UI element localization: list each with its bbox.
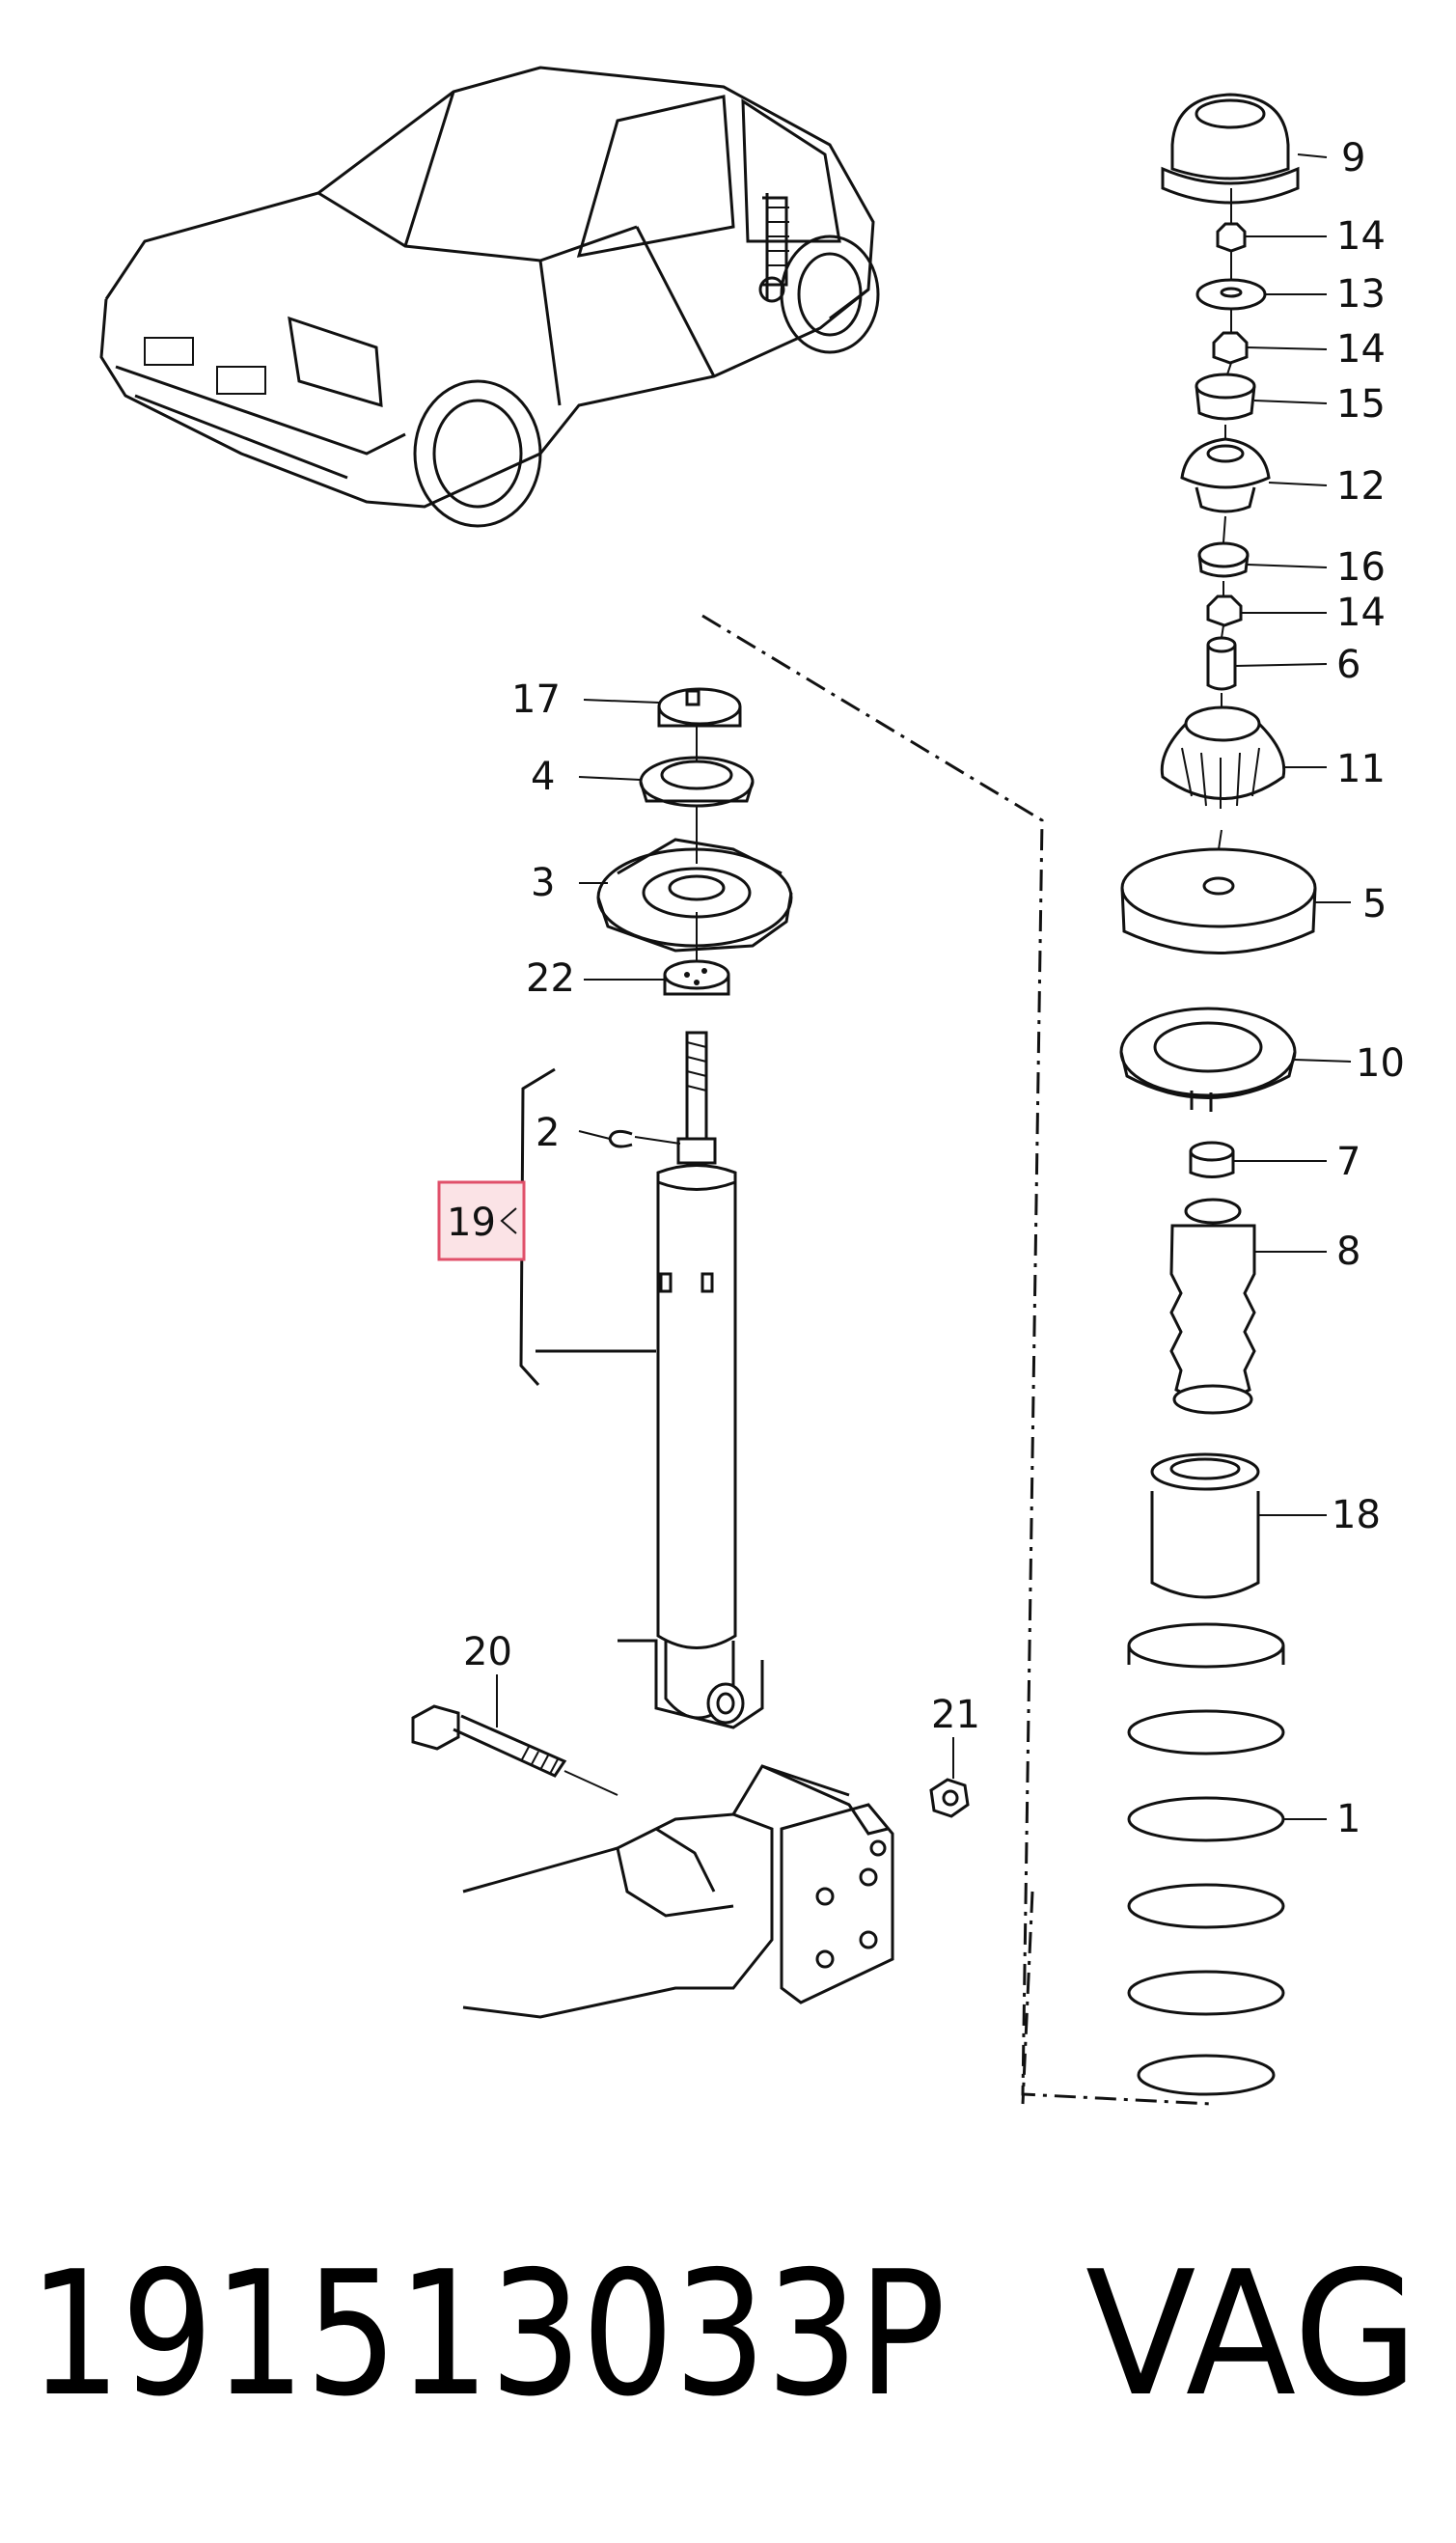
- callout-11: 11: [1336, 747, 1386, 791]
- part-14-nut-low: [1206, 594, 1243, 627]
- part-14-nut-top: [1216, 222, 1247, 253]
- assembly-boundary-line: [701, 614, 1212, 2106]
- callout-2: 2: [536, 1111, 560, 1155]
- part-10-spring-pad: [1119, 1007, 1297, 1112]
- part-11-rubber-mount: [1160, 705, 1286, 809]
- callout-16: 16: [1336, 545, 1386, 590]
- part-15-sleeve: [1195, 373, 1256, 421]
- part-20-bolt: [411, 1704, 618, 1796]
- part-4-bearing: [639, 756, 755, 808]
- callout-1: 1: [1336, 1797, 1360, 1841]
- callout-12: 12: [1336, 464, 1386, 509]
- part-18-dust-boot: [1150, 1452, 1260, 1599]
- callout-19: 19: [447, 1201, 496, 1245]
- callout-19-highlight: [437, 1180, 526, 1261]
- part-2-circlip: [608, 1129, 633, 1148]
- callout-13: 13: [1336, 272, 1386, 317]
- callout-6: 6: [1336, 643, 1360, 687]
- callout-15: 15: [1336, 382, 1386, 427]
- leader-lines: [496, 153, 1352, 1820]
- part-21-nut: [929, 1778, 970, 1818]
- callout-9: 9: [1341, 136, 1365, 180]
- callout-14-low: 14: [1336, 591, 1386, 635]
- callout-17: 17: [511, 677, 561, 722]
- part-19-shock-absorber: [618, 1031, 764, 1729]
- part-9-cap: [1161, 93, 1300, 205]
- callout-5: 5: [1362, 882, 1387, 926]
- part-8-bump-stop: [1169, 1198, 1256, 1415]
- part-17-nut: [657, 687, 742, 728]
- part-7-bushing: [1189, 1141, 1235, 1178]
- brand-name: VAG: [1085, 2234, 1418, 2434]
- axle-beam: [462, 1764, 894, 2019]
- part-5-spring-seat: [1120, 847, 1317, 954]
- callout-18: 18: [1332, 1493, 1381, 1537]
- callout-20: 20: [463, 1630, 512, 1674]
- callout-4: 4: [531, 755, 555, 799]
- part-number: 191513033P: [29, 2234, 946, 2434]
- part-3-mount-plate: [596, 838, 793, 953]
- part-6-spacer: [1206, 636, 1237, 691]
- callout-21: 21: [931, 1693, 980, 1737]
- callout-14-top: 14: [1336, 214, 1386, 259]
- callout-10: 10: [1356, 1041, 1405, 1086]
- callout-7: 7: [1336, 1140, 1360, 1184]
- callout-22: 22: [526, 956, 575, 1001]
- part-14-nut-mid: [1212, 331, 1249, 365]
- part-1-coil-spring: [1127, 1622, 1285, 2096]
- callout-3: 3: [531, 861, 555, 905]
- part-13-washer: [1195, 278, 1267, 311]
- part-12-rubber-mount: [1180, 437, 1271, 513]
- callout-8: 8: [1336, 1230, 1360, 1274]
- callout-14-mid: 14: [1336, 327, 1386, 372]
- car-illustration: [99, 66, 880, 528]
- part-22-bump-stop: [663, 959, 730, 996]
- part-16-washer: [1197, 541, 1250, 578]
